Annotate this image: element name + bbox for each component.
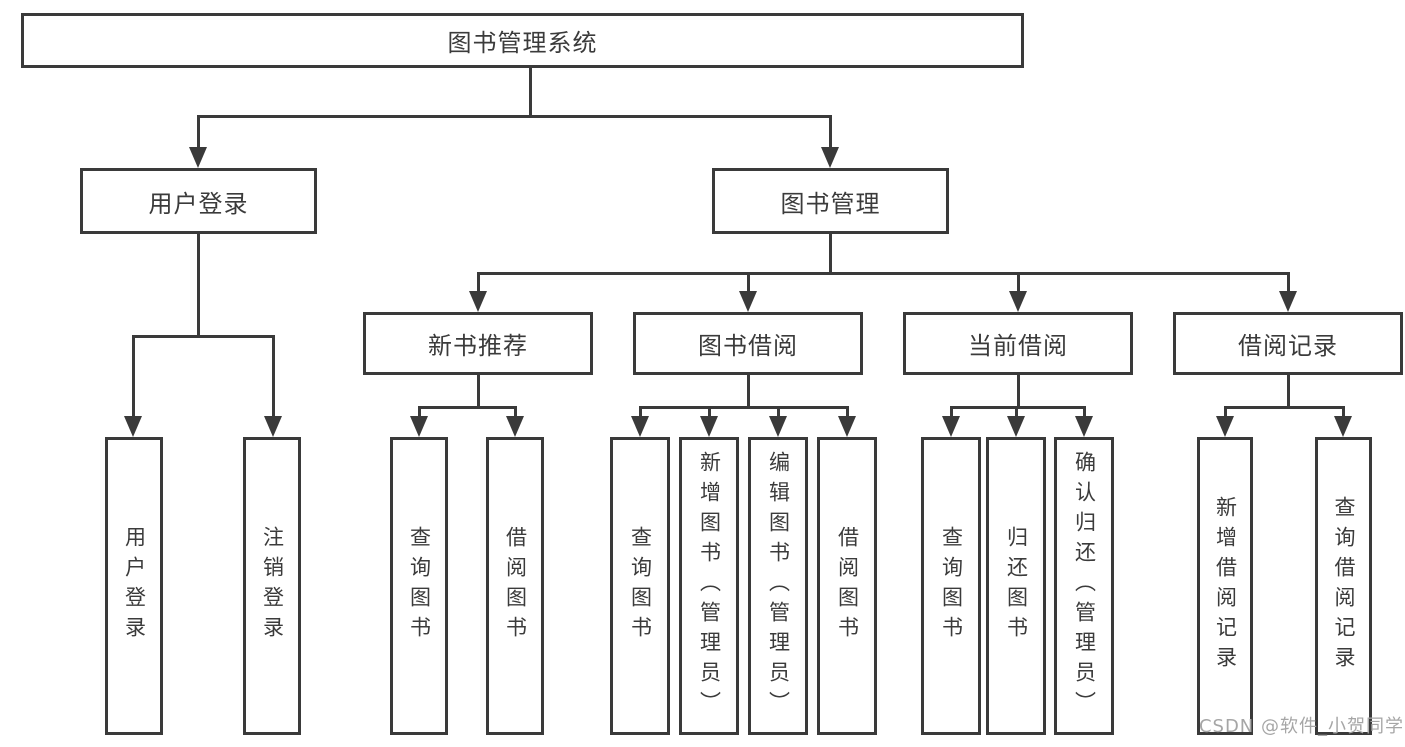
connector-arrow-leaf-user-login [123, 335, 143, 437]
leaf-cb-return-books: 归还图书 [986, 437, 1046, 735]
connector-current-borrow-branch [951, 406, 1085, 409]
leaf-user-login: 用户登录 [105, 437, 163, 735]
connector-arrow-borrow-records [1278, 272, 1298, 312]
leaf-cb-confirm-return-admin-label: 确认归还（管理员） [1072, 451, 1097, 721]
connector-current-borrow-stem [1017, 375, 1020, 408]
leaf-bb-edit-books-admin-label: 编辑图书（管理员） [766, 451, 791, 721]
connector-new-book-stem [477, 375, 480, 408]
leaf-br-add-record: 新增借阅记录 [1197, 437, 1253, 735]
leaf-cb-confirm-return-admin: 确认归还（管理员） [1054, 437, 1114, 735]
connector-arrow-bb-borrow [837, 406, 857, 437]
leaf-nb-query-books: 查询图书 [390, 437, 448, 735]
connector-book-borrow-stem [747, 375, 750, 408]
leaf-nb-borrow-books: 借阅图书 [486, 437, 544, 735]
connector-root-branch [197, 115, 832, 118]
leaf-cb-return-books-label: 归还图书 [1004, 526, 1029, 646]
leaf-logout: 注销登录 [243, 437, 301, 735]
connector-arrow-bb-edit [768, 406, 788, 437]
connector-arrow-book-management [820, 115, 840, 168]
leaf-bb-borrow-books: 借阅图书 [817, 437, 877, 735]
connector-arrow-new-book [468, 272, 488, 312]
node-book-borrow: 图书借阅 [633, 312, 863, 375]
connector-book-management-branch [477, 272, 1290, 275]
leaf-bb-add-books-admin-label: 新增图书（管理员） [697, 451, 722, 721]
connector-arrow-bb-add [699, 406, 719, 437]
leaf-br-query-record-label: 查询借阅记录 [1332, 496, 1356, 676]
leaf-cb-query-books: 查询图书 [921, 437, 981, 735]
connector-arrow-br-query [1333, 406, 1353, 437]
node-current-borrow-label: 当前借阅 [968, 332, 1068, 360]
connector-arrow-leaf-logout [263, 335, 283, 437]
connector-arrow-book-borrow [738, 272, 758, 312]
connector-arrow-cb-query [941, 406, 961, 437]
connector-user-login-branch [132, 335, 275, 338]
node-new-book-recommend: 新书推荐 [363, 312, 593, 375]
connector-arrow-bb-query [630, 406, 650, 437]
connector-borrow-records-stem [1287, 375, 1290, 408]
connector-new-book-branch [419, 406, 516, 409]
node-new-book-recommend-label: 新书推荐 [428, 332, 528, 360]
connector-root-stem [529, 68, 532, 117]
node-root: 图书管理系统 [21, 13, 1024, 68]
leaf-user-login-label: 用户登录 [122, 526, 147, 646]
connector-book-borrow-branch [640, 406, 848, 409]
leaf-logout-label: 注销登录 [260, 526, 285, 646]
connector-arrow-nb-query [409, 406, 429, 437]
csdn-watermark: CSDN @软件_小贺同学 [1198, 716, 1404, 737]
connector-arrow-br-add [1215, 406, 1235, 437]
leaf-nb-query-books-label: 查询图书 [407, 526, 432, 646]
node-root-label: 图书管理系统 [447, 29, 598, 57]
leaf-br-add-record-label: 新增借阅记录 [1213, 496, 1238, 676]
node-current-borrow: 当前借阅 [903, 312, 1133, 375]
connector-arrow-user-login [188, 115, 208, 168]
node-book-management-label: 图书管理 [780, 189, 881, 218]
connector-arrow-cb-return [1006, 406, 1026, 437]
node-book-management: 图书管理 [712, 168, 949, 234]
leaf-br-query-record: 查询借阅记录 [1315, 437, 1372, 735]
connector-borrow-records-branch [1225, 406, 1344, 409]
node-book-borrow-label: 图书借阅 [698, 332, 798, 360]
connector-arrow-current-borrow [1008, 272, 1028, 312]
leaf-bb-borrow-books-label: 借阅图书 [835, 526, 860, 646]
node-user-login-label: 用户登录 [148, 189, 249, 218]
connector-arrow-cb-confirm [1074, 406, 1094, 437]
node-user-login: 用户登录 [80, 168, 317, 234]
node-borrow-records: 借阅记录 [1173, 312, 1403, 375]
leaf-bb-edit-books-admin: 编辑图书（管理员） [748, 437, 808, 735]
connector-book-management-stem [829, 234, 832, 274]
node-borrow-records-label: 借阅记录 [1238, 332, 1338, 360]
connector-arrow-nb-borrow [505, 406, 525, 437]
leaf-nb-borrow-books-label: 借阅图书 [503, 526, 528, 646]
connector-user-login-stem [197, 234, 200, 337]
leaf-bb-query-books-label: 查询图书 [628, 526, 653, 646]
leaf-cb-query-books-label: 查询图书 [939, 526, 964, 646]
leaf-bb-add-books-admin: 新增图书（管理员） [679, 437, 739, 735]
leaf-bb-query-books: 查询图书 [610, 437, 670, 735]
